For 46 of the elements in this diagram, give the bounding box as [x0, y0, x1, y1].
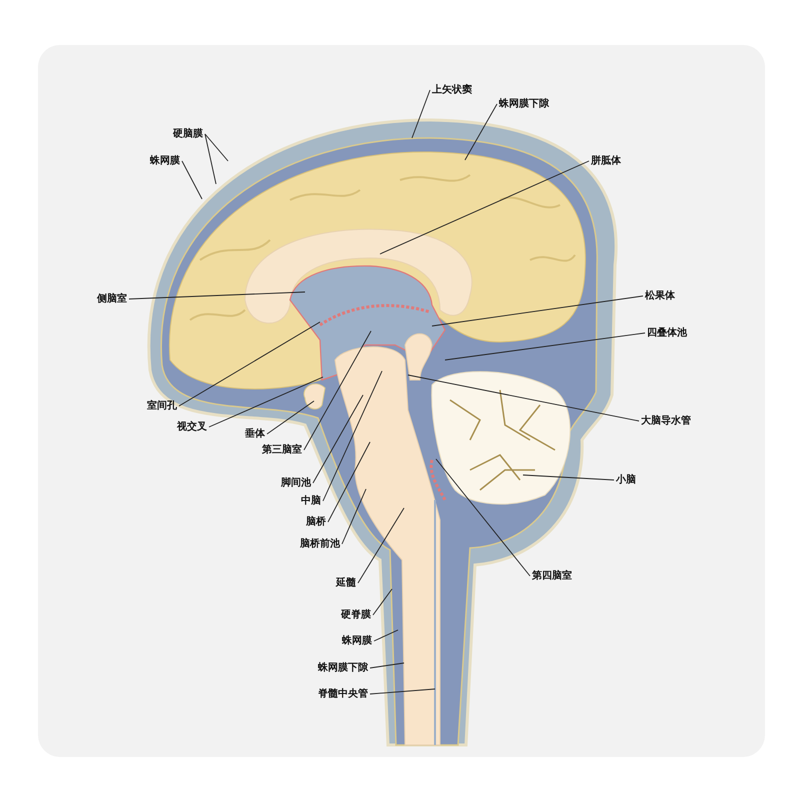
part-label: 脑桥前池: [300, 538, 340, 550]
leader-line: [432, 296, 644, 326]
part-label: 松果体: [645, 290, 675, 302]
part-label: 蛛网膜下隙: [318, 662, 368, 674]
leader-line: [370, 688, 436, 694]
part-label: 视交叉: [177, 422, 207, 432]
leader-line: [208, 376, 324, 428]
part-label: 脊髓中央管: [318, 688, 368, 700]
leader-line: [328, 442, 370, 522]
leader-line: [358, 508, 404, 584]
leader-line: [204, 134, 228, 162]
leader-line: [204, 134, 216, 184]
part-label: 垂体: [245, 428, 265, 440]
part-label: 硬脊膜: [341, 610, 371, 620]
part-label: 中脑: [301, 496, 321, 506]
part-label: 第四脑室: [532, 570, 572, 582]
leader-line: [370, 662, 404, 668]
part-label: 四叠体池: [647, 328, 687, 338]
part-label: 脑桥: [306, 516, 326, 528]
part-label: 侧脑室: [97, 294, 127, 304]
leader-line: [342, 488, 366, 544]
part-label: 小脑: [616, 474, 636, 486]
part-label: 延髓: [336, 578, 356, 588]
part-label: 第三脑室: [262, 444, 302, 456]
leader-line: [182, 160, 202, 200]
part-label: 蛛网膜: [150, 156, 180, 166]
part-label: 硬脑膜: [173, 128, 203, 140]
leader-line: [522, 474, 614, 480]
part-label: 上矢状窦: [432, 84, 472, 96]
leader-line: [436, 458, 530, 576]
leader-line: [266, 400, 314, 434]
leader-line: [322, 370, 382, 502]
part-label: 脚间池: [281, 478, 311, 488]
part-label: 大脑导水管: [641, 416, 691, 426]
leader-line: [128, 292, 306, 300]
part-label: 蛛网膜: [342, 636, 372, 646]
part-label: 胼胝体: [591, 156, 621, 166]
leader-line: [312, 394, 364, 484]
part-label: 蛛网膜下隙: [499, 98, 549, 110]
leader-line: [408, 374, 640, 422]
leader-line: [304, 330, 372, 450]
leader-line: [444, 332, 646, 360]
leader-line: [372, 588, 392, 616]
part-label: 室间孔: [147, 400, 177, 412]
leader-line: [412, 90, 430, 138]
leader-line: [464, 104, 498, 160]
